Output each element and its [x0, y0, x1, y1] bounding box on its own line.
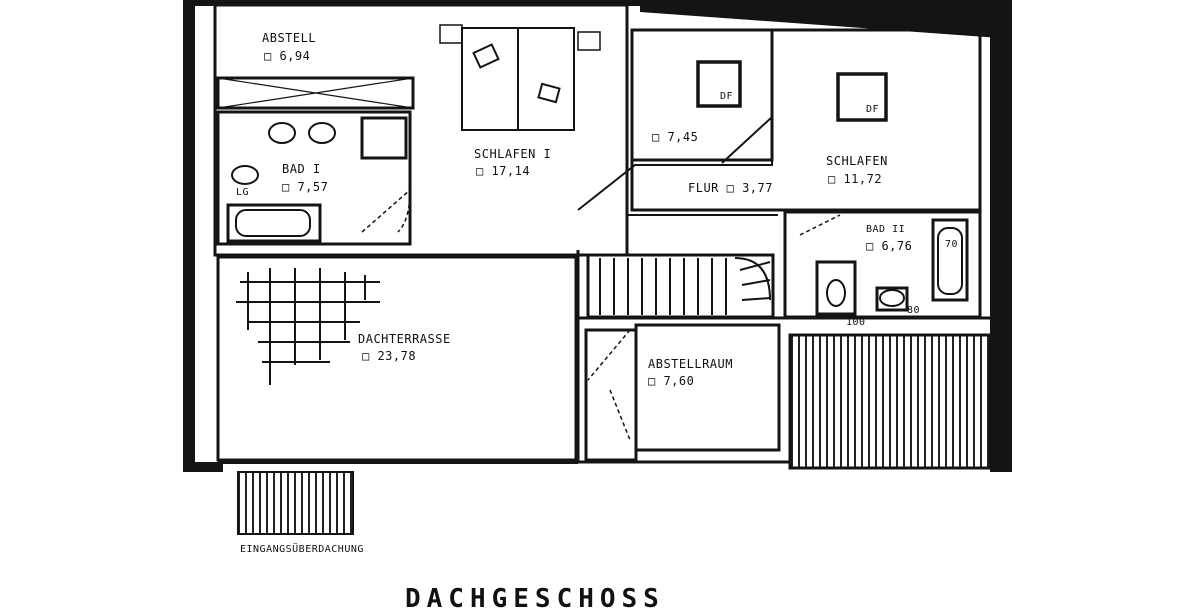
room-area-bad1: □ 7,57	[282, 180, 329, 194]
mark-70: 70	[945, 239, 959, 250]
balcony-hatch	[788, 333, 992, 470]
mark-100: 100	[846, 317, 866, 328]
mark-df-1: DF	[720, 91, 734, 102]
mark-lg: LG	[236, 187, 250, 198]
room-label-flur: FLUR □ 3,77	[688, 181, 773, 195]
room-label-abstellraum: ABSTELLRAUM	[648, 357, 733, 371]
fixtures	[231, 122, 963, 307]
mark-80: 80	[907, 305, 921, 316]
room-area-abstellraum: □ 7,60	[648, 374, 695, 388]
room-area-schlafen1: □ 17,14	[476, 164, 531, 178]
room-walls	[213, 3, 990, 464]
terrace-grid	[236, 268, 380, 385]
room-label-abstell: ABSTELL	[262, 31, 317, 45]
room-area-schlafen2: □ 11,72	[828, 172, 883, 186]
room-label-bad2: BAD II	[866, 224, 906, 235]
plan-title: DACHGESCHOSS	[405, 584, 665, 614]
room-area-bad2: □ 6,76	[866, 239, 913, 253]
room-label-dachterrasse: DACHTERRASSE	[358, 332, 451, 346]
room-label-schlafen2: SCHLAFEN	[826, 154, 888, 168]
floor-plan	[183, 0, 1012, 535]
room-area-dachterrasse: □ 23,78	[362, 349, 417, 363]
stair-steps	[599, 257, 771, 315]
room-area-abstell: □ 6,94	[264, 49, 311, 63]
pillows	[472, 43, 561, 104]
mark-df-2: DF	[866, 104, 880, 115]
room-label-schlafen1: SCHLAFEN I	[474, 147, 552, 161]
entrance-canopy	[237, 471, 354, 535]
label-eingang: EINGANGSÜBERDACHUNG	[240, 544, 364, 555]
door-swings	[361, 189, 841, 441]
room-label-bad1: BAD I	[282, 162, 321, 176]
room-area-745: □ 7,45	[652, 130, 699, 144]
